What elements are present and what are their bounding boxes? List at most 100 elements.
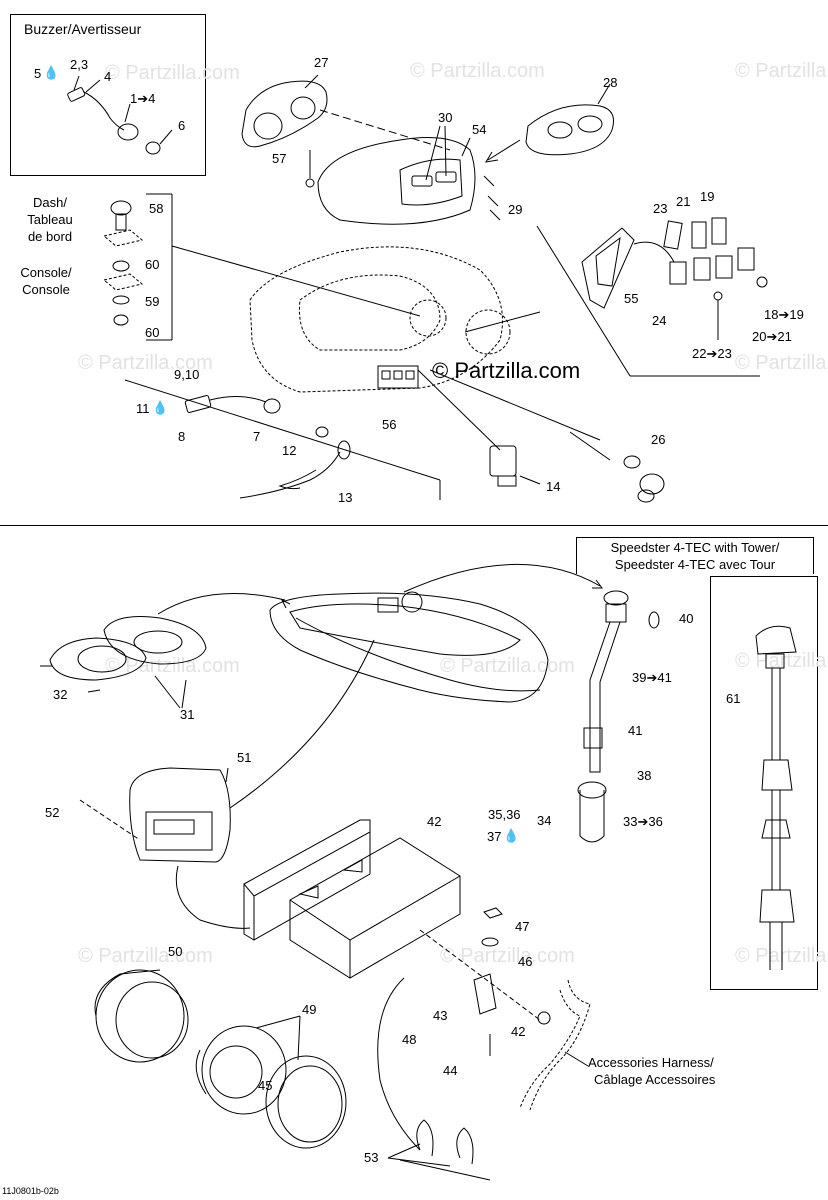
part-callout[interactable]: 5 [34,66,42,81]
switch-panel-drawing [581,217,768,340]
part-callout[interactable]: 33➔36 [623,814,663,829]
part-callout[interactable]: 21 [676,194,691,209]
part-callout[interactable]: 59 [145,294,160,309]
watermark: © Partzilla.com [105,62,240,84]
stereo-unit-drawing [243,819,541,1151]
part-callout[interactable]: 47 [515,919,530,934]
part-callout[interactable]: 6 [178,118,186,133]
watermark: © Partzilla.com [440,655,575,677]
part-callout[interactable]: 50 [168,944,183,959]
part-callout[interactable]: 41 [628,723,643,738]
console-label-line-2: Console [22,282,70,297]
part-callout[interactable]: 35,36 [488,807,521,822]
accessories-harness-line-1: Accessories Harness/ [588,1055,714,1070]
part-callout[interactable]: 39➔41 [632,670,672,685]
part-callout[interactable]: 43 [433,1008,448,1023]
part-callout[interactable]: 60 [145,257,160,272]
dash-pod-drawing [305,125,476,225]
part-callout[interactable]: 34 [537,813,552,828]
part-callout[interactable]: 13 [338,490,353,505]
part-callout[interactable]: 24 [652,313,667,328]
connectors-drawing [377,365,665,503]
part-callout[interactable]: 52 [45,805,60,820]
part-callout[interactable]: 28 [603,75,618,90]
watermark: © Partzilla.com [735,650,828,672]
watermark: © Partzilla.com [735,352,828,374]
part-callout[interactable]: 27 [314,55,329,70]
dash-label-line-3: de bord [27,229,73,244]
part-callout[interactable]: 29 [508,202,523,217]
bezel-drawing [485,83,614,163]
part-callout[interactable]: 61 [726,691,741,706]
watermark: © Partzilla.com [440,945,575,967]
part-callout[interactable]: 58 [149,201,164,216]
watermark: © Partzilla.com [410,60,545,82]
part-callout[interactable]: 7 [253,429,261,444]
part-callout[interactable]: 20➔21 [752,329,792,344]
part-callout[interactable]: 54 [472,122,487,137]
drawing-code: 11J0801b-02b [2,1186,59,1196]
part-callout[interactable]: 32 [53,687,68,702]
part-callout[interactable]: 26 [651,432,666,447]
part-callout[interactable]: 1➔4 [130,91,156,106]
part-callout[interactable]: 45 [258,1078,273,1093]
mount-bracket-drawing [473,907,551,1056]
accessories-harness-drawing [519,979,591,1111]
part-callout[interactable]: 8 [178,429,186,444]
part-callout[interactable]: 56 [382,417,397,432]
part-callout[interactable]: 30 [438,110,453,125]
part-callout[interactable]: 42 [511,1024,526,1039]
dash-console-bracket [102,193,421,341]
part-callout[interactable]: 60 [145,325,160,340]
part-callout[interactable]: 57 [272,151,287,166]
part-callout[interactable]: 14 [546,479,561,494]
dash-label-line-1: Dash/ [33,195,67,210]
horn-bezel-drawing [40,616,207,709]
gauge-cluster-drawing [241,74,451,151]
part-callout[interactable]: 46 [518,954,533,969]
buzzer-drawing [67,75,173,155]
part-callout[interactable]: 19 [700,189,715,204]
part-callout[interactable]: 23 [653,201,668,216]
part-callout[interactable]: 55 [624,291,639,306]
tower-box-title-line-1: Speedster 4-TEC with Tower/ [610,540,780,555]
tower-light-drawing [577,590,660,843]
tower-mount-light-drawing [755,625,797,970]
console-label-line-1: Console/ [20,265,72,280]
part-callout[interactable]: 48 [402,1032,417,1047]
tower-box-title-line-2: Speedster 4-TEC avec Tour [614,557,776,572]
top-section-frame [0,0,828,526]
console-body-drawing [249,246,511,393]
drop-icon: 💧 [43,65,60,80]
speaker-drawing [94,969,347,1149]
part-callout[interactable]: 18➔19 [764,307,804,322]
part-callout[interactable]: 9,10 [174,367,200,382]
accessories-harness-line-2: Câblage Accessoires [594,1072,716,1087]
part-callout[interactable]: 44 [443,1063,458,1078]
part-callout[interactable]: 38 [637,768,652,783]
part-callout[interactable]: 53 [364,1150,379,1165]
part-callout[interactable]: 11 [136,401,150,416]
console-label: Console/ Console [6,264,86,298]
part-callout[interactable]: 4 [104,69,112,84]
harness-clips-drawing [387,1119,491,1181]
part-callout[interactable]: 42 [427,814,442,829]
watermark-main: © Partzilla.com [432,358,581,383]
drop-icon: 💧 [503,828,520,843]
drop-icon: 💧 [152,400,169,415]
part-callout[interactable]: 49 [302,1002,317,1017]
part-callout[interactable]: 12 [282,443,297,458]
part-callout[interactable]: 22➔23 [692,346,732,361]
accessories-harness-label: Accessories Harness/ Câblage Accessoires [588,1054,715,1088]
part-callout[interactable]: 37 [487,829,502,844]
watermark: © Partzilla.com [735,60,828,82]
part-callout[interactable]: 51 [237,750,252,765]
stereo-cover-drawing [79,639,375,929]
tower-box [710,576,818,990]
watermark: © Partzilla.com [78,352,213,374]
watermark: © Partzilla.com [78,945,213,967]
part-callout[interactable]: 31 [180,707,195,722]
part-callout[interactable]: 40 [679,611,694,626]
part-callout[interactable]: 2,3 [70,57,89,72]
